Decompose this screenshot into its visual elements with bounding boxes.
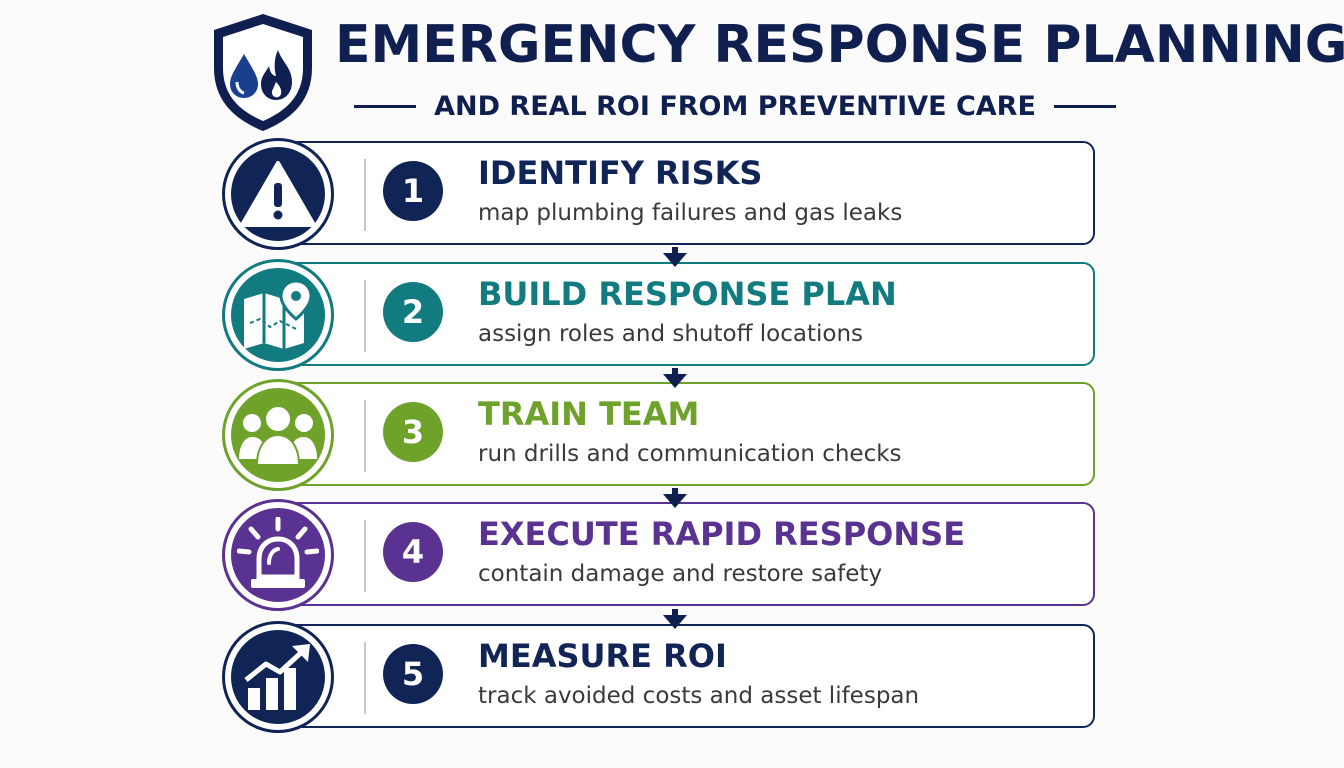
subtitle-divider-right	[1053, 104, 1116, 108]
step-4: 4 EXECUTE RAPID RESPONSE contain damage …	[220, 499, 1100, 611]
step-number: 4	[383, 522, 443, 582]
connector-arrow	[663, 374, 687, 388]
card-divider	[364, 400, 366, 472]
card-divider	[364, 520, 366, 592]
step-description: map plumbing failures and gas leaks	[478, 200, 903, 226]
connector-arrow-stem	[672, 609, 678, 615]
step-icon-badge	[231, 147, 325, 241]
shield-water-fire-icon	[214, 14, 312, 131]
card-divider	[364, 642, 366, 714]
header: EMERGENCY RESPONSE PLANNING AND REAL ROI…	[0, 0, 1344, 135]
step-icon-badge	[231, 268, 325, 362]
map-pin-icon	[244, 279, 313, 349]
step-icon-ring	[222, 379, 334, 491]
page-title: EMERGENCY RESPONSE PLANNING	[335, 15, 1344, 75]
connector-arrow-stem	[672, 247, 678, 253]
connector-arrow	[663, 494, 687, 508]
growth-chart-icon	[244, 644, 310, 710]
step-3: 3 TRAIN TEAM run drills and communicatio…	[220, 379, 1100, 491]
step-description: assign roles and shutoff locations	[478, 321, 864, 347]
step-icon-badge	[231, 508, 325, 602]
step-icon-ring	[222, 138, 334, 250]
step-icon-badge	[231, 388, 325, 482]
step-icon-badge	[231, 630, 325, 724]
step-2: 2 BUILD RESPONSE PLAN assign roles and s…	[220, 259, 1100, 371]
connector-arrow-stem	[672, 488, 678, 494]
step-title: BUILD RESPONSE PLAN	[478, 275, 897, 313]
step-number: 5	[383, 644, 443, 704]
step-icon-ring	[222, 499, 334, 611]
step-number: 1	[383, 161, 443, 221]
step-description: contain damage and restore safety	[478, 561, 883, 587]
team-icon	[239, 405, 317, 466]
connector-arrow-stem	[672, 368, 678, 374]
step-5: 5 MEASURE ROI track avoided costs and as…	[220, 621, 1100, 733]
step-description: run drills and communication checks	[478, 441, 902, 467]
step-title: MEASURE ROI	[478, 637, 727, 675]
page-subtitle: AND REAL ROI FROM PREVENTIVE CARE	[434, 90, 1036, 122]
alarm-siren-icon	[237, 517, 319, 588]
step-number: 3	[383, 402, 443, 462]
connector-arrow	[663, 253, 687, 267]
step-1: 1 IDENTIFY RISKS map plumbing failures a…	[220, 138, 1100, 250]
subtitle-row: AND REAL ROI FROM PREVENTIVE CARE	[335, 84, 1135, 128]
step-title: EXECUTE RAPID RESPONSE	[478, 515, 966, 553]
step-description: track avoided costs and asset lifespan	[478, 683, 920, 709]
card-divider	[364, 280, 366, 352]
step-icon-ring	[222, 259, 334, 371]
connector-arrow	[663, 615, 687, 629]
card-divider	[364, 159, 366, 231]
subtitle-divider-left	[354, 104, 417, 108]
step-title: TRAIN TEAM	[478, 395, 700, 433]
step-icon-ring	[222, 621, 334, 733]
step-title: IDENTIFY RISKS	[478, 154, 763, 192]
warning-triangle-icon	[240, 161, 316, 227]
step-number: 2	[383, 282, 443, 342]
